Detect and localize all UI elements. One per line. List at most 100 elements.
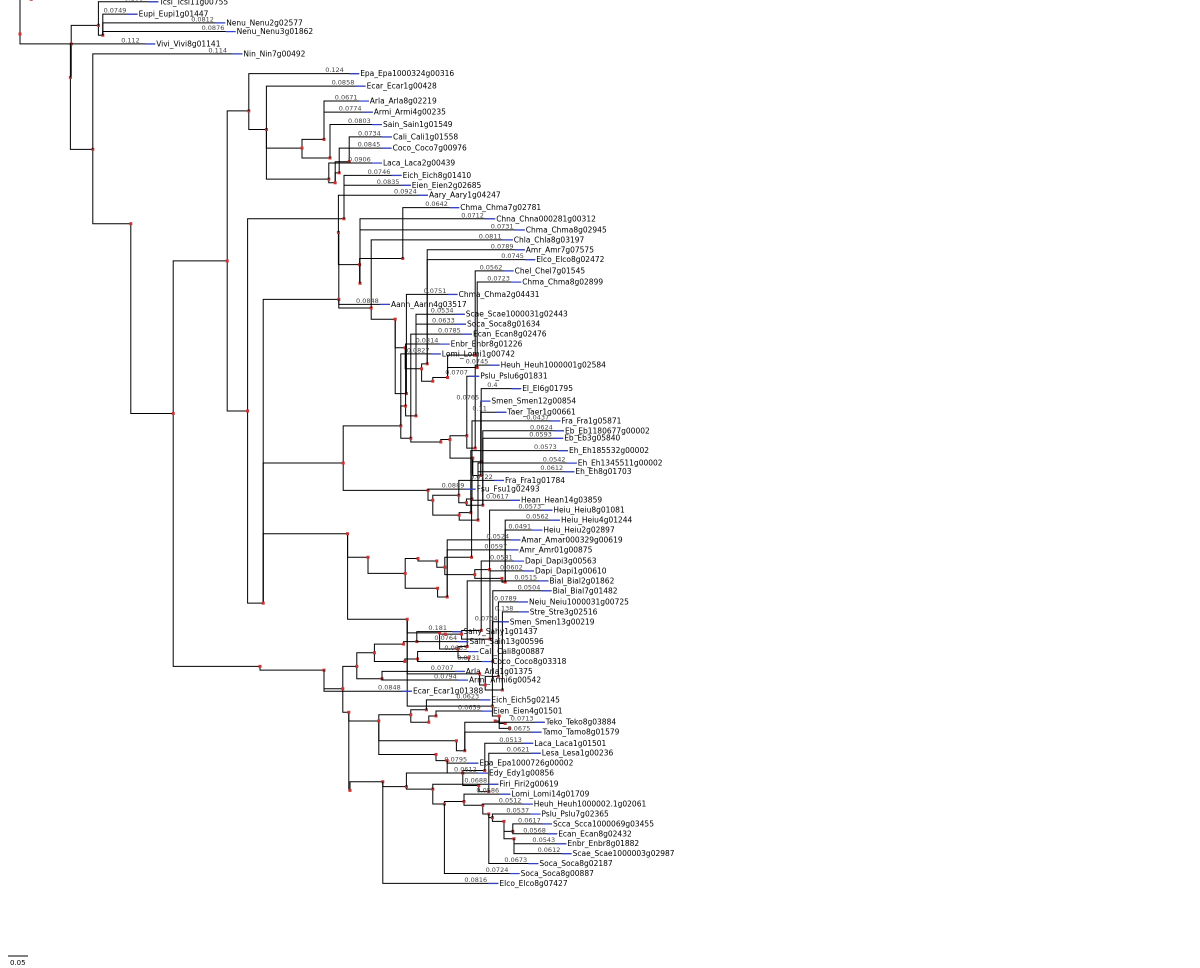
branch-length-label: 0.0707 [431,664,454,672]
leaf-marker [532,529,543,531]
leaf-label: Nenu_Nenu3g01862 [237,27,314,36]
node-dot-nb10 [347,710,351,714]
leaf-label: Heiu_Heiu8g01081 [553,506,625,515]
leaf-marker [232,53,243,55]
leaf-marker [530,813,541,815]
leaf-label: Eich_Eich8g01410 [403,171,472,180]
branch-na48 [444,567,475,576]
leaf-branch [464,731,542,751]
node-dot-na15 [431,379,435,383]
leaf-marker [542,509,553,511]
leaf-label: Soca_Soca8g02187 [539,859,613,868]
leaf-branch [97,1,159,26]
leaf-marker [514,249,525,251]
branch-na72 [498,716,510,729]
leaf-branch [471,499,520,558]
branch-length-label: 0.0731 [491,222,514,230]
leaf-marker [465,488,476,490]
leaf-label: Armi_Armi4g00235 [374,108,446,117]
leaf-branch [329,124,382,158]
branch-na25 [410,438,441,443]
leaf-label: Pslu_Pslu7g02365 [541,809,609,818]
leaf-marker [454,670,465,673]
leaf-label: Epa_Epa1000324g00316 [360,69,454,78]
leaf-marker [530,752,541,754]
leaf-marker [502,239,513,241]
branch-length-label: 0.0848 [378,684,401,692]
leaf-branch [482,437,564,506]
branch-length-label: 0.0617 [518,816,541,824]
branch-length-label: 0.0789 [494,594,517,602]
branch-length-label: 0.0734 [358,129,381,137]
leaf-marker [494,479,504,482]
leaf-label: Smen_Smen12g00854 [491,397,576,406]
node-dot-na11 [393,317,397,321]
leaf-marker [391,174,402,177]
branch-na40 [458,515,478,521]
leaf-branch [477,471,575,521]
leaf-branch [513,838,572,855]
leaf-branch [348,136,392,162]
leaf-branch [92,53,243,150]
leaf-label: Soca_Soca8g00887 [521,869,595,878]
leaf-branch [265,85,366,130]
leaf-marker [400,184,411,186]
leaf-marker [362,111,373,113]
branch-na16 [432,376,448,382]
branch-na54 [347,533,408,620]
branch-length-label: 0.0876 [202,24,225,32]
node-dot-nb22 [477,783,481,787]
leaf-label: Amr_Amr7g07575 [526,245,594,254]
leaf-marker [380,303,390,306]
leaf-label: Eb_Eb1180677g00002 [565,426,650,435]
branch-na3 [247,218,344,411]
branch-nb16 [378,720,457,742]
branch-length-label: 0.0924 [394,188,417,196]
branch-na59 [461,634,490,640]
branch-length-label: 0.112 [121,36,140,44]
node-dot-na41 [346,532,350,536]
branch-length-label: 0.0774 [339,105,362,113]
branch-length-label: 0.0542 [543,456,566,464]
leaf-marker [489,364,500,366]
branch-length-label: 0.0633 [432,317,455,325]
leaf-marker [468,762,479,764]
node-dot-nd [129,222,133,226]
leaf-label: Fsu_Fsu1g02493 [477,485,540,494]
leaf-label: Armi_Armi6g00542 [469,676,541,685]
branch-na47 [444,556,472,568]
node-dot-na57 [460,632,464,636]
leaf-marker [382,136,392,138]
branch-na1f [265,129,329,180]
leaf-marker [566,462,577,464]
branch-length-label: 0.0688 [464,777,487,785]
branch-length-label: 0.0562 [526,513,549,521]
branch-na21 [342,425,401,464]
leaf-marker [447,293,458,296]
leaf-branch [446,549,519,597]
branch-nb22 [462,773,479,786]
leaf-label: Lomi_Lomi1g00742 [442,349,515,358]
branch-nb5 [373,643,404,653]
leaf-branch [410,333,472,439]
branch-n6 [69,77,93,150]
leaf-label: Tcsi_Tcsi11g00755 [158,0,228,6]
leaf-label: Coco_Coco8g03318 [492,657,566,666]
branch-length-label: 0.0835 [377,178,400,186]
node-dot-na25 [439,440,443,444]
branch-length-label: 0.0675 [508,725,531,733]
branch-nb1 [259,666,324,671]
node-dot-na45 [435,559,439,563]
leaf-branch [323,111,373,140]
leaf-branch [474,270,514,356]
leaf-marker [561,853,572,855]
branch-na1b [248,110,267,130]
branch-na44 [404,558,418,574]
node-dot-na64 [478,672,482,676]
leaf-marker [372,124,382,126]
leaf-branch [381,678,468,681]
branch-na12 [394,319,406,349]
node-dot-na52 [436,586,440,590]
node-dot-na50 [500,576,504,580]
